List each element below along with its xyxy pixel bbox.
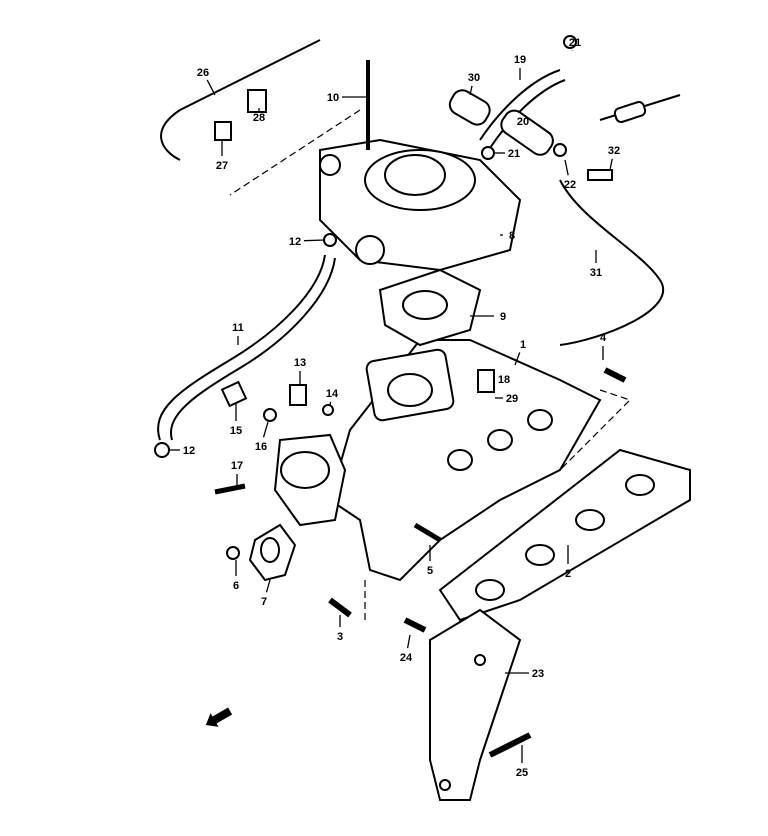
leader-line	[265, 579, 271, 593]
cable-31	[559, 179, 664, 346]
callout-19: 19	[514, 54, 526, 66]
leader-lines	[170, 49, 613, 763]
callout-1: 1	[520, 339, 526, 351]
leader-line	[206, 79, 216, 96]
leader-line	[469, 85, 473, 96]
fasteners	[154, 35, 627, 758]
leader-line	[609, 158, 613, 171]
callout-23: 23	[532, 668, 544, 680]
manifold-gasket	[438, 448, 691, 622]
callout-28: 28	[253, 112, 265, 124]
callout-26: 26	[197, 67, 209, 79]
callout-6: 6	[233, 580, 239, 592]
callout-16: 16	[255, 441, 267, 453]
callout-9: 9	[500, 311, 506, 323]
callout-21: 21	[508, 148, 520, 160]
hose-11-inner	[169, 257, 336, 441]
leader-line	[406, 634, 411, 649]
callout-3: 3	[337, 631, 343, 643]
callout-5: 5	[427, 565, 433, 577]
carburetor	[319, 138, 522, 272]
callout-21: 21	[569, 37, 581, 49]
callout-30: 30	[468, 72, 480, 84]
front-arrow-icon	[205, 707, 233, 727]
callout-11: 11	[232, 322, 244, 334]
hose-20	[500, 109, 554, 156]
hose-11	[157, 254, 326, 441]
leader-line	[514, 352, 521, 366]
callout-31: 31	[590, 267, 602, 279]
callout-24: 24	[400, 652, 413, 664]
callout-22: 22	[564, 179, 576, 191]
callout-12: 12	[289, 236, 301, 248]
callout-25: 25	[516, 767, 528, 779]
callout-10: 10	[327, 92, 339, 104]
assembly-boundary	[229, 109, 632, 620]
cable-26	[160, 39, 321, 161]
callout-14: 14	[326, 388, 339, 400]
bracket	[429, 608, 522, 801]
callout-27: 27	[216, 160, 228, 172]
callout-8: 8	[509, 230, 515, 242]
leader-line	[329, 401, 332, 406]
callout-29: 29	[506, 393, 518, 405]
callout-18: 18	[498, 374, 510, 386]
callout-2: 2	[565, 568, 571, 580]
callout-15: 15	[230, 425, 242, 437]
leader-line	[303, 239, 326, 242]
callout-17: 17	[231, 460, 243, 472]
callout-12: 12	[183, 445, 195, 457]
callout-13: 13	[294, 357, 306, 369]
callout-20: 20	[517, 116, 529, 128]
intake-manifold	[273, 339, 602, 582]
hose-30	[448, 89, 491, 126]
hose-19	[479, 69, 561, 141]
leader-line	[262, 421, 269, 438]
callout-32: 32	[608, 145, 620, 157]
leader-line	[564, 159, 569, 176]
callout-7: 7	[261, 596, 267, 608]
callout-4: 4	[600, 332, 607, 344]
